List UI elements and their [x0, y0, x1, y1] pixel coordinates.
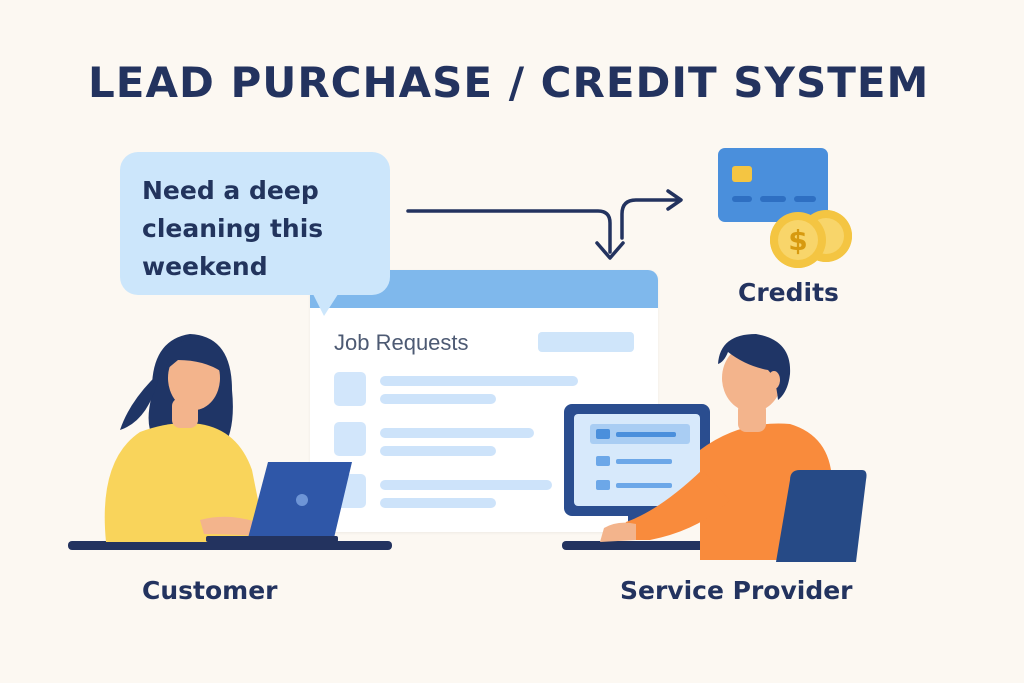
monitor-icon: [564, 404, 710, 538]
list-item-line: [380, 394, 496, 404]
list-item-line: [380, 428, 534, 438]
customer-label: Customer: [142, 576, 278, 605]
card-chip: [732, 166, 752, 182]
page-title: LEAD PURCHASE / CREDIT SYSTEM: [88, 58, 930, 107]
panel-title: Job Requests: [334, 330, 469, 355]
bubble-text: Need a deep cleaning this weekend: [142, 176, 324, 281]
card-number-line: [732, 196, 752, 202]
card-number-line: [794, 196, 816, 202]
list-item-line: [380, 446, 496, 456]
svg-text:$: $: [788, 224, 807, 257]
list-item-thumb: [334, 422, 366, 456]
credits-label: Credits: [738, 278, 839, 307]
job-requests-panel: Job Requests: [310, 270, 658, 532]
list-item-line: [380, 480, 552, 490]
customer-desk: [68, 541, 392, 550]
laptop-icon: [206, 462, 352, 542]
card-number-line: [760, 196, 786, 202]
list-item-line: [380, 376, 578, 386]
speech-bubble-tail: [310, 288, 342, 316]
speech-bubble: Need a deep cleaning this weekend: [120, 152, 390, 295]
list-item-line: [380, 498, 496, 508]
panel-search-bar: [538, 332, 634, 352]
office-chair: [776, 470, 867, 562]
credit-card-icon: [718, 148, 828, 222]
customer-figure: [104, 334, 262, 542]
service-provider-label: Service Provider: [620, 576, 853, 605]
list-item-thumb: [334, 372, 366, 406]
flow-arrow: [406, 189, 683, 260]
